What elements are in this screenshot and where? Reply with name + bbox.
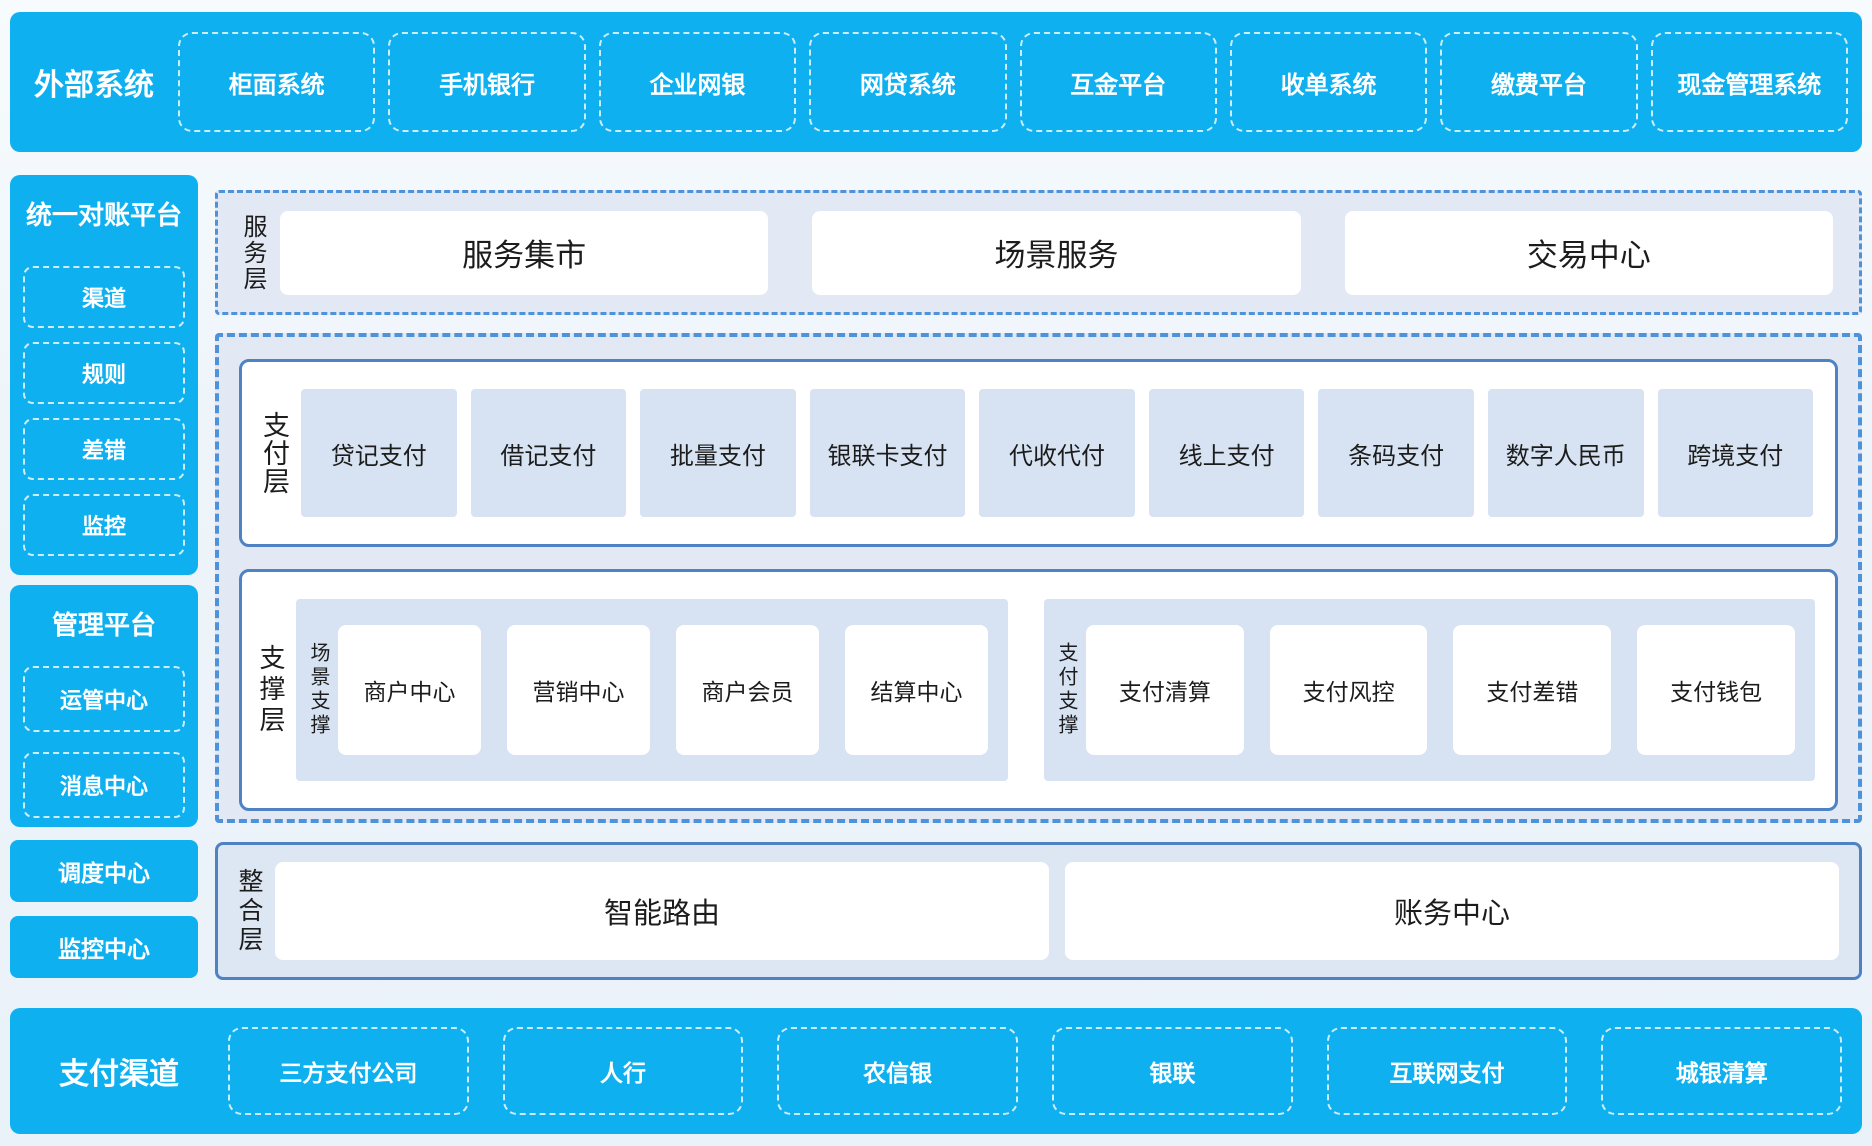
external-system-node: 柜面系统 [178, 32, 376, 132]
support-node: 支付差错 [1453, 625, 1612, 755]
management-node: 消息中心 [23, 752, 185, 818]
service-node: 交易中心 [1344, 210, 1833, 295]
dispatch-center-block: 调度中心 [10, 840, 198, 902]
payment-channel-node: 互联网支付 [1326, 1027, 1568, 1115]
service-node: 服务集市 [280, 210, 769, 295]
support-node: 支付清算 [1085, 625, 1244, 755]
payment-layer-items: 贷记支付 借记支付 批量支付 银联卡支付 代收代付 线上支付 条码支付 数字人民… [301, 389, 1814, 517]
support-node: 商户中心 [338, 625, 481, 755]
payment-node: 贷记支付 [301, 389, 457, 517]
payment-node: 借记支付 [470, 389, 627, 517]
management-items: 运管中心 消息中心 [10, 642, 198, 818]
external-systems-items: 柜面系统 手机银行 企业网银 网贷系统 互金平台 收单系统 缴费平台 现金管理系… [178, 32, 1862, 132]
payment-node: 代收代付 [979, 389, 1135, 517]
payment-node: 跨境支付 [1657, 389, 1814, 517]
payment-channels-label: 支付渠道 [59, 1058, 179, 1091]
management-node: 运管中心 [23, 666, 185, 732]
integration-node: 账务中心 [1065, 862, 1839, 960]
payment-channels-items: 三方支付公司 人行 农信银 银联 互联网支付 城银清算 [228, 1027, 1862, 1115]
reconciliation-node: 渠道 [23, 266, 185, 328]
external-system-node: 互金平台 [1019, 32, 1217, 132]
management-platform-block: 管理平台 运管中心 消息中心 [10, 585, 198, 827]
payment-channel-node: 银联 [1052, 1027, 1293, 1115]
support-node: 结算中心 [844, 625, 988, 755]
service-node: 场景服务 [812, 210, 1301, 295]
support-group-scene: 场景支撑 商户中心 营销中心 商户会员 结算中心 [296, 599, 1008, 781]
reconciliation-node: 差错 [23, 418, 185, 480]
reconciliation-items: 渠道 规则 差错 监控 [10, 232, 198, 556]
integration-layer-label: 整合层 [235, 867, 263, 955]
management-platform-title: 管理平台 [51, 610, 156, 640]
payment-layer-label: 支付层 [259, 411, 289, 495]
external-systems-bar: 外部系统 柜面系统 手机银行 企业网银 网贷系统 互金平台 收单系统 缴费平台 … [10, 12, 1862, 152]
support-group-payment-label: 支付支撑 [1054, 642, 1077, 738]
service-layer-label: 服务层 [239, 213, 266, 292]
integration-layer-panel: 整合层 智能路由 账务中心 [215, 842, 1862, 980]
support-layer-panel: 支撑层 场景支撑 商户中心 营销中心 商户会员 结算中心 支付支撑 支付清算 支… [239, 569, 1838, 811]
external-system-node: 收单系统 [1229, 32, 1428, 132]
payment-channel-node: 农信银 [777, 1027, 1019, 1115]
payment-channel-node: 三方支付公司 [228, 1027, 469, 1115]
support-group-scene-label: 场景支撑 [307, 642, 329, 738]
external-system-node: 现金管理系统 [1650, 32, 1848, 132]
external-system-node: 网贷系统 [809, 32, 1007, 132]
reconciliation-platform-block: 统一对账平台 渠道 规则 差错 监控 [10, 175, 198, 575]
payment-channel-node: 人行 [502, 1027, 744, 1115]
external-system-node: 手机银行 [388, 32, 586, 132]
core-layers-frame: 支付层 贷记支付 借记支付 批量支付 银联卡支付 代收代付 线上支付 条码支付 … [215, 333, 1862, 823]
reconciliation-node: 监控 [23, 494, 185, 556]
external-system-node: 缴费平台 [1440, 32, 1638, 132]
support-group-payment: 支付支撑 支付清算 支付风控 支付差错 支付钱包 [1043, 599, 1815, 781]
payment-channels-bar: 支付渠道 三方支付公司 人行 农信银 银联 互联网支付 城银清算 [10, 1008, 1862, 1134]
service-layer-panel: 服务层 服务集市 场景服务 交易中心 [215, 190, 1862, 315]
payment-node: 银联卡支付 [809, 389, 966, 517]
monitor-center-block: 监控中心 [10, 916, 198, 978]
external-system-node: 企业网银 [598, 32, 797, 132]
payment-node: 批量支付 [640, 389, 796, 517]
support-node: 商户会员 [675, 625, 819, 755]
payment-node: 数字人民币 [1487, 389, 1644, 517]
integration-node: 智能路由 [275, 862, 1049, 960]
support-node: 支付风控 [1269, 625, 1428, 755]
reconciliation-platform-title: 统一对账平台 [25, 200, 182, 230]
payment-channel-node: 城银清算 [1601, 1027, 1843, 1115]
support-node: 支付钱包 [1637, 625, 1795, 755]
reconciliation-node: 规则 [23, 342, 185, 404]
payment-node: 条码支付 [1318, 389, 1474, 517]
payment-layer-panel: 支付层 贷记支付 借记支付 批量支付 银联卡支付 代收代付 线上支付 条码支付 … [239, 359, 1838, 547]
support-node: 营销中心 [506, 625, 650, 755]
support-layer-groups: 场景支撑 商户中心 营销中心 商户会员 结算中心 支付支撑 支付清算 支付风控 … [296, 599, 1815, 781]
support-group-payment-items: 支付清算 支付风控 支付差错 支付钱包 [1085, 625, 1795, 755]
support-layer-label: 支撑层 [256, 643, 286, 737]
support-group-scene-items: 商户中心 营销中心 商户会员 结算中心 [338, 625, 988, 755]
integration-layer-items: 智能路由 账务中心 [275, 862, 1839, 960]
service-layer-items: 服务集市 场景服务 交易中心 [280, 210, 1833, 295]
payment-node: 线上支付 [1148, 389, 1305, 517]
external-systems-label: 外部系统 [34, 69, 154, 102]
